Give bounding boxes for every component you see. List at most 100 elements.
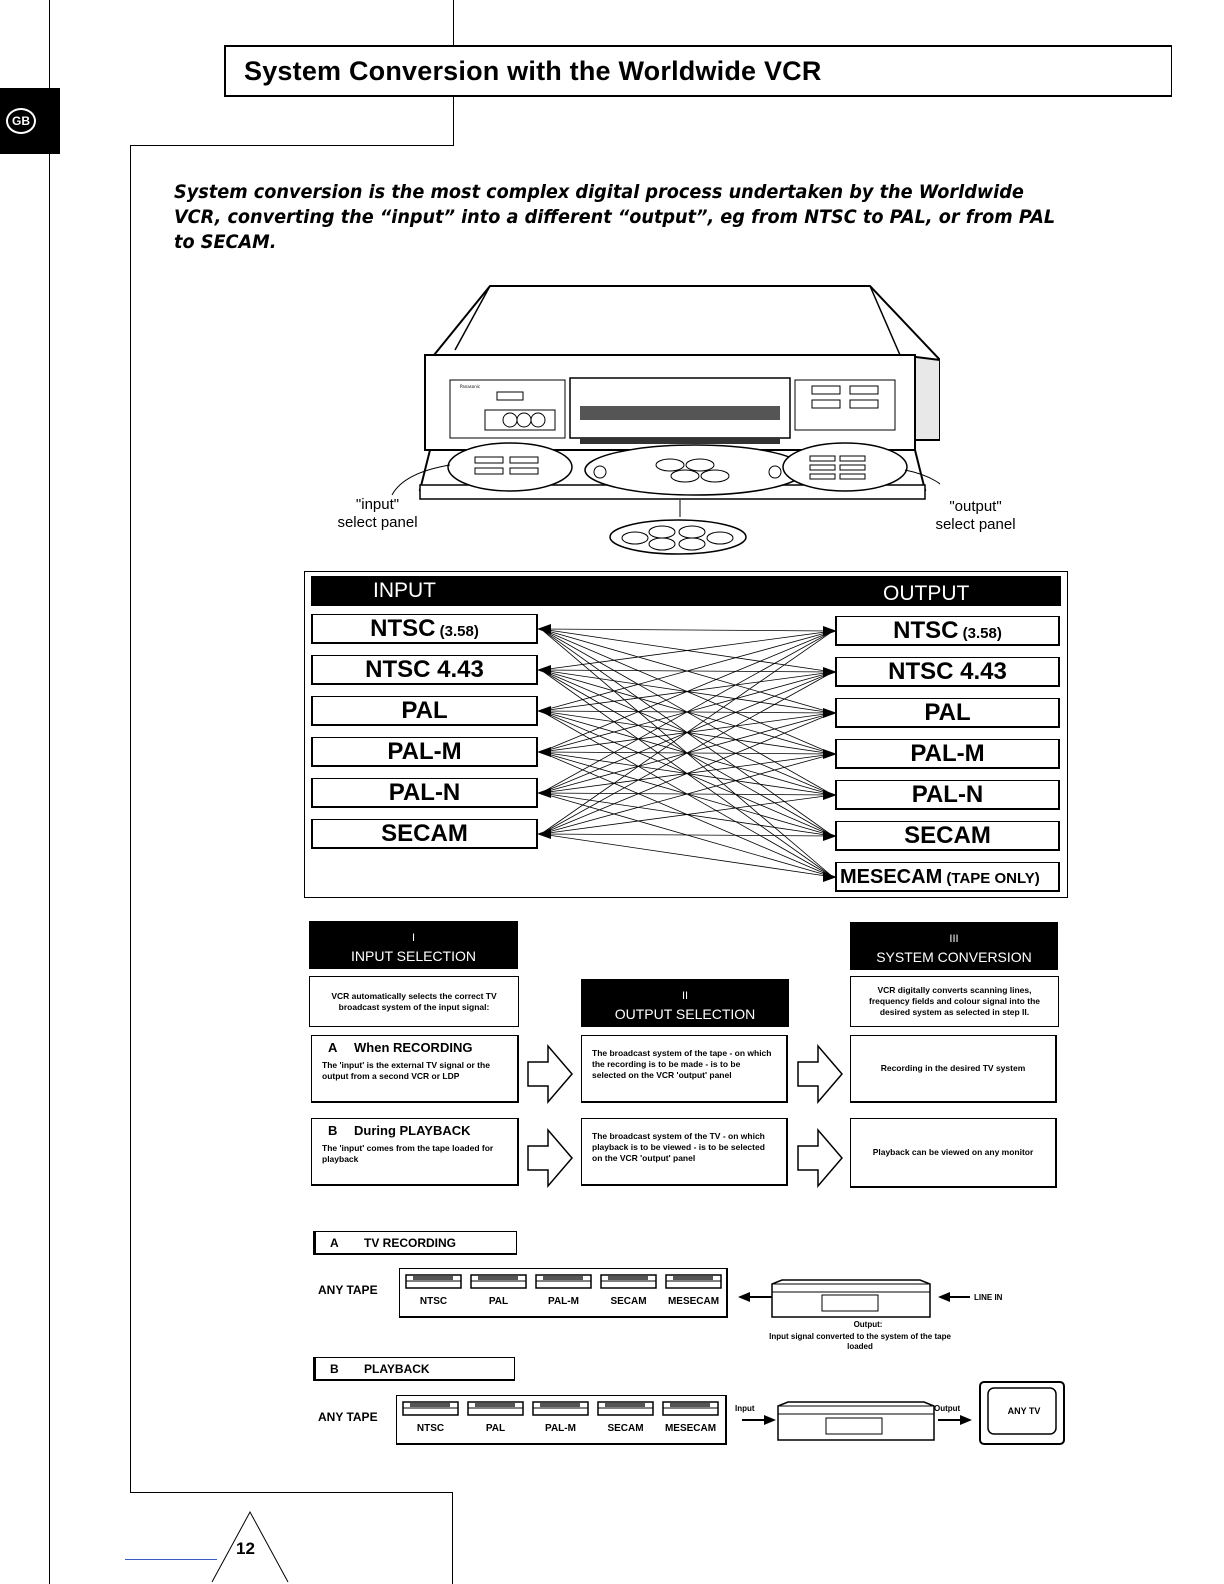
playback-tape-label: SECAM [607, 1423, 644, 1434]
output-system-box: MESECAM (TAPE ONLY) [835, 862, 1060, 892]
flow-arrows [527, 1043, 843, 1189]
playback-title-text: During PLAYBACK [354, 1123, 471, 1138]
playback-tape-label: PAL [485, 1423, 506, 1434]
tv-recording-tape-box: NTSC PAL PAL-M SECAM MESECAM [399, 1268, 728, 1318]
intro-paragraph: System conversion is the most complex di… [174, 181, 1056, 253]
step-3-roman: III [949, 933, 959, 945]
recording-output-note: Input signal converted to the system of … [769, 1332, 951, 1351]
input-system-name: NTSC 4.43 [365, 656, 484, 683]
conversion-line [540, 630, 834, 835]
conversion-line [540, 630, 834, 671]
step-2-roman: II [681, 990, 689, 1002]
playback-tape-cassette: NTSC [401, 1400, 460, 1434]
frame-line-bottom-h [130, 1492, 452, 1493]
playback-output-label: Output [934, 1404, 961, 1413]
conversion-line [540, 630, 834, 712]
conversion-line [540, 712, 834, 835]
input-system-box: PAL-M [311, 737, 538, 767]
tv-recording-any-tape: ANY TAPE [318, 1283, 378, 1297]
frame-line-top-connector [453, 0, 454, 45]
input-arrowhead [537, 624, 551, 634]
output-arrowhead [823, 667, 837, 677]
output-system-box: PAL-M [835, 739, 1060, 769]
tv-recording-title: TV RECORDING [364, 1236, 457, 1250]
playback-tape-cassette: SECAM [596, 1400, 655, 1434]
playback-input-label: Input [735, 1404, 755, 1413]
playback-vcr-diagram [742, 1381, 1065, 1445]
input-panel-caption: "input" select panel [320, 496, 435, 532]
output-system-name: SECAM [904, 822, 991, 849]
output-arrowhead [823, 749, 837, 759]
page-title: System Conversion with the Worldwide VCR [244, 55, 822, 86]
output-arrowhead [823, 626, 837, 636]
step-3-header: III SYSTEM CONVERSION [850, 922, 1058, 970]
step-1-description: VCR automatically selects the correct TV… [309, 976, 519, 1027]
recording-tape-label: MESECAM [667, 1296, 720, 1307]
recording-title-text: When RECORDING [354, 1040, 473, 1055]
output-arrowhead [823, 708, 837, 718]
recording-letter: A [328, 1040, 338, 1055]
output-system-subtext: (TAPE ONLY) [942, 870, 1040, 887]
output-arrowhead [823, 790, 837, 800]
recording-tape-cassette: SECAM [599, 1273, 658, 1307]
any-tv-label: ANY TV [1007, 1406, 1041, 1416]
vcr-illustration: Panasonic [391, 285, 940, 555]
recording-output-label: Output: [853, 1320, 883, 1329]
input-arrowhead [537, 829, 551, 839]
playback-tape-cassette: PAL [466, 1400, 525, 1434]
frame-line-mid-connector [453, 97, 454, 145]
input-system-name: SECAM [381, 820, 468, 847]
playback-title: B During PLAYBACK [322, 1123, 507, 1138]
frame-line-content-left [130, 145, 131, 1492]
recording-tape-label: PAL-M [548, 1296, 579, 1307]
playback-tape-label: MESECAM [664, 1423, 717, 1434]
input-panel-caption-l1: "input" [355, 496, 400, 513]
recording-output-text: The broadcast system of the tape - on wh… [592, 1048, 772, 1080]
input-system-name: PAL-N [388, 779, 461, 806]
conversion-line [540, 630, 834, 753]
step-3-title: SYSTEM CONVERSION [876, 949, 1032, 965]
frame-line-top-h [130, 145, 454, 146]
input-system-name: PAL-M [387, 738, 462, 765]
recording-tape-cassette: MESECAM [664, 1273, 723, 1307]
output-panel-caption-l1: "output" [949, 498, 1002, 515]
step-2-header: II OUTPUT SELECTION [581, 979, 789, 1027]
output-panel-caption: "output" select panel [918, 498, 1033, 534]
line-in-label: LINE IN [974, 1293, 1003, 1302]
input-system-name: PAL [401, 697, 448, 724]
output-panel-caption-l2: select panel [935, 516, 1016, 533]
footer-rule [125, 1559, 217, 1560]
input-system-box: SECAM [311, 819, 538, 849]
playback-label-title: PLAYBACK [364, 1362, 430, 1376]
conversion-lines [537, 624, 837, 882]
output-system-box: NTSC (3.58) [835, 616, 1060, 646]
input-system-box: NTSC 4.43 [311, 655, 538, 685]
input-system-box: PAL [311, 696, 538, 726]
output-system-box: SECAM [835, 821, 1060, 851]
conversion-table-header [311, 576, 1061, 606]
input-system-name: NTSC [370, 615, 436, 642]
playback-result-text: Playback can be viewed on any monitor [872, 1147, 1034, 1157]
input-arrowhead [537, 665, 551, 675]
recording-result-box: Recording in the desired TV system [850, 1035, 1057, 1103]
step-1-title: INPUT SELECTION [351, 948, 476, 964]
output-arrowhead [823, 831, 837, 841]
input-arrowhead [537, 788, 551, 798]
recording-tape-label: PAL [488, 1296, 509, 1307]
conversion-line [540, 630, 834, 794]
recording-title: A When RECORDING [322, 1040, 507, 1055]
playback-letter: B [328, 1123, 338, 1138]
conversion-line [540, 671, 834, 835]
page-title-box: System Conversion with the Worldwide VCR [224, 45, 1172, 97]
recording-output-box: The broadcast system of the tape - on wh… [581, 1035, 788, 1103]
playback-output-text: The broadcast system of the TV - on whic… [592, 1131, 765, 1163]
step-1-roman: I [411, 932, 416, 944]
language-tab-label: GB [6, 108, 36, 134]
output-header: OUTPUT [883, 582, 970, 605]
frame-line-bottom-connector [452, 1492, 453, 1584]
conversion-line [540, 833, 834, 837]
recording-tape-label: NTSC [419, 1296, 448, 1307]
